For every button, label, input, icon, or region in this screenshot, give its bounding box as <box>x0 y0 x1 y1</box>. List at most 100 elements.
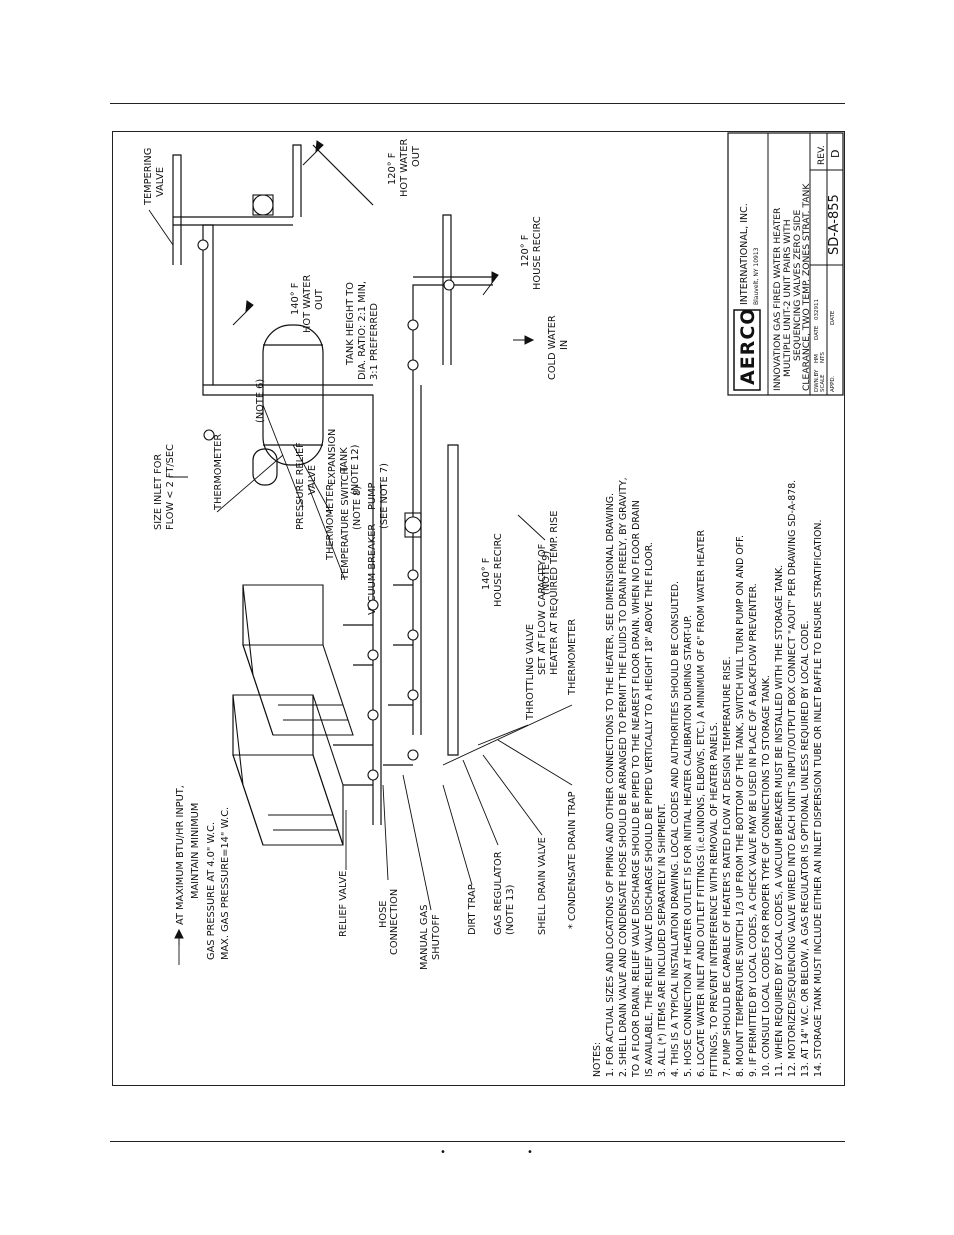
note-line: TO A FLOOR DRAIN. RELIEF VALVE DISCHARGE… <box>631 500 642 1078</box>
description-line: CLEARANCE, TWO TEMP. ZONES STRAT. TANK <box>801 183 812 391</box>
note-line: 10. CONSULT LOCAL CODES FOR PROPER TYPE … <box>761 675 772 1077</box>
description-line: SEQUENCING VALVES ZERO SIDE <box>792 210 803 361</box>
tempering-valve-label: VALVE <box>155 167 166 197</box>
aerco-logo <box>733 309 761 391</box>
hot-water-out-140-label: 140° F <box>290 282 301 315</box>
note-6-label: (NOTE 6) <box>255 379 266 423</box>
callouts: AT MAXIMUM BTU/HR INPUT, MAINTAIN MINIMU… <box>143 139 578 970</box>
company-address: Blauvelt, NY 10913 <box>753 247 760 305</box>
rev-value: D <box>829 150 842 158</box>
title-block-border <box>727 132 844 396</box>
piping <box>172 144 493 825</box>
hot-water-out-120-label: HOT WATER <box>399 139 410 197</box>
company-name: INTERNATIONAL, INC. <box>739 203 750 305</box>
note-9-label: (NOTE 9) <box>541 551 552 595</box>
thermometer-label: THERMOMETER <box>213 434 224 511</box>
date-label: DATE <box>814 325 820 340</box>
thermometer-label: THERMOMETER <box>567 619 578 696</box>
relief-valve-label: RELIEF VALVE <box>338 871 349 937</box>
flow-arrows <box>174 140 535 945</box>
gas-input-label: MAX. GAS PRESSURE=14" W.C. <box>220 807 231 960</box>
footer-bullet: • <box>527 1147 533 1158</box>
note-line: 7. PUMP SHOULD BE CAPABLE OF HEATER'S RA… <box>722 656 733 1077</box>
house-recirc-120-label: 120° F <box>520 234 531 267</box>
notes-heading: NOTES: <box>592 1042 603 1077</box>
temperature-switch-label: (NOTE 8) <box>352 486 363 530</box>
note-line: 12. MOTORIZED/SEQUENCING VALVE WIRED INT… <box>787 480 798 1077</box>
footer-bullet: • <box>440 1147 446 1158</box>
note-line: 2. SHELL DRAIN VALVE AND CONDENSATE HOSE… <box>618 477 629 1077</box>
temperature-switch-label: TEMPERATURE SWITCH <box>340 467 351 581</box>
throttling-valve-label: SET AT FLOW CAPACITY OF <box>537 543 548 675</box>
note-line: 4. THIS IS A TYPICAL INSTALLATION DRAWIN… <box>670 581 681 1077</box>
hot-water-out-120-label: 120° F <box>387 152 398 185</box>
pump-label: (SEE NOTE 7) <box>379 463 390 529</box>
rev-label: REV. <box>817 145 827 165</box>
header-rule <box>110 103 845 104</box>
description-line: INNOVATION GAS FIRED WATER HEATER <box>772 207 783 391</box>
note-line: 14. STORAGE TANK MUST INCLUDE EITHER AN … <box>813 520 824 1077</box>
dwn-by-label: DWN.BY <box>814 369 820 392</box>
drawing-frame: NOTES: 1. FOR ACTUAL SIZES AND LOCATIONS… <box>112 131 845 1086</box>
note-line: 13. AT 14" W.C. OR BELOW, A GAS REGULATO… <box>800 620 811 1077</box>
house-recirc-140-label: 140° F <box>481 557 492 590</box>
installation-drawing: NOTES: 1. FOR ACTUAL SIZES AND LOCATIONS… <box>143 139 824 1078</box>
expansion-tank-label: EXPANSION <box>327 429 338 485</box>
thermometer-tank-label: THERMOMETER <box>325 484 336 561</box>
appd-date-label: DATE <box>830 310 836 325</box>
house-recirc-120-label: HOUSE RECIRC <box>532 216 543 290</box>
note-line: 9. IF PERMITTED BY LOCAL CODES, A CHECK … <box>748 583 759 1077</box>
shell-drain-valve-label: SHELL DRAIN VALVE <box>537 837 548 935</box>
valves <box>197 194 455 781</box>
date-value: 032911 <box>814 299 820 320</box>
note-line: 6. LOCATE WATER INLET AND OUTLET FITTING… <box>696 529 707 1077</box>
appd-label: APPD. <box>830 375 836 392</box>
hot-water-out-140-label: HOT WATER <box>302 275 313 333</box>
cold-water-in-label: IN <box>559 340 570 350</box>
tempering-valve-label: TEMPERING <box>143 148 154 206</box>
house-recirc-140-label: HOUSE RECIRC <box>493 533 504 607</box>
description-line: MULTIPLE UNIT-2 UNIT PAIRS WITH <box>782 219 793 377</box>
cold-water-in-label: COLD WATER <box>547 315 558 380</box>
manual-gas-shutoff-label: MANUAL GAS <box>419 905 430 970</box>
note-line: 8. MOUNT TEMPERATURE SWITCH 1/3 UP FROM … <box>735 535 746 1077</box>
aerco-logo-text: AERCO <box>737 308 759 385</box>
footer-rule <box>110 1141 845 1142</box>
size-inlet-label: SIZE INLET FOR <box>153 454 164 530</box>
tank-height-label: TANK HEIGHT TO <box>345 282 356 366</box>
scale-label: SCALE <box>820 374 826 392</box>
drawing-number: SD-A-855 <box>827 194 842 255</box>
size-inlet-label: FLOW < 2 FT/SEC <box>165 444 176 530</box>
gas-regulator-label: (NOTE 13) <box>505 885 516 935</box>
leader-lines <box>148 209 573 965</box>
manual-gas-shutoff-label: SHUTOFF <box>431 914 442 960</box>
note-line: 1. FOR ACTUAL SIZES AND LOCATIONS OF PIP… <box>605 493 616 1077</box>
storage-tank <box>262 324 324 466</box>
expansion-tank-label: TANK <box>339 447 350 474</box>
note-line: FITTINGS, TO PREVENT INTERFERENCE WITH R… <box>709 722 720 1077</box>
note-line: 5. HOSE CONNECTION AT HEATER OUTLET IS F… <box>683 615 694 1077</box>
gas-input-label: MAINTAIN MINIMUM <box>190 803 201 899</box>
tank-height-label: DIA. RATIO: 2:1 MIN, <box>357 281 368 380</box>
scale-value: NTS <box>820 352 826 363</box>
gas-input-label: AT MAXIMUM BTU/HR INPUT, <box>175 785 186 925</box>
dwn-by-value: HM <box>814 354 820 363</box>
note-line: 3. ALL (*) ITEMS ARE INCLUDED SEPARATELY… <box>657 803 668 1077</box>
hose-connection-label: CONNECTION <box>389 889 400 955</box>
note-line: 11. WHEN REQUIRED BY LOCAL CODES, A VACU… <box>774 565 785 1077</box>
gas-input-label: GAS PRESSURE AT 4.0" W.C. <box>206 822 217 960</box>
heater-units <box>232 584 354 846</box>
tank-height-label: 3:1 PREFERRED <box>369 303 380 380</box>
pressure-relief-label: PRESSURE RELIEF <box>295 442 306 530</box>
note-line: IS AVAILABLE, THE RELIEF VALVE DISCHARGE… <box>644 542 655 1077</box>
hot-water-out-140-label: OUT <box>314 288 325 310</box>
title-block-svg: AERCO INTERNATIONAL, INC. Blauvelt, NY 1… <box>727 132 844 396</box>
hose-connection-label: HOSE <box>378 901 389 929</box>
gas-regulator-label: GAS REGULATOR <box>493 851 504 935</box>
dirt-trap-label: DIRT TRAP <box>467 884 478 935</box>
condensate-drain-trap-label: * CONDENSATE DRAIN TRAP <box>567 791 578 929</box>
note-12-label: (NOTE 12) <box>350 445 361 495</box>
throttling-valve-label: THROTTLING VALVE <box>525 624 536 721</box>
hot-water-out-120-label: OUT <box>411 145 422 167</box>
expansion-tank <box>252 448 278 486</box>
